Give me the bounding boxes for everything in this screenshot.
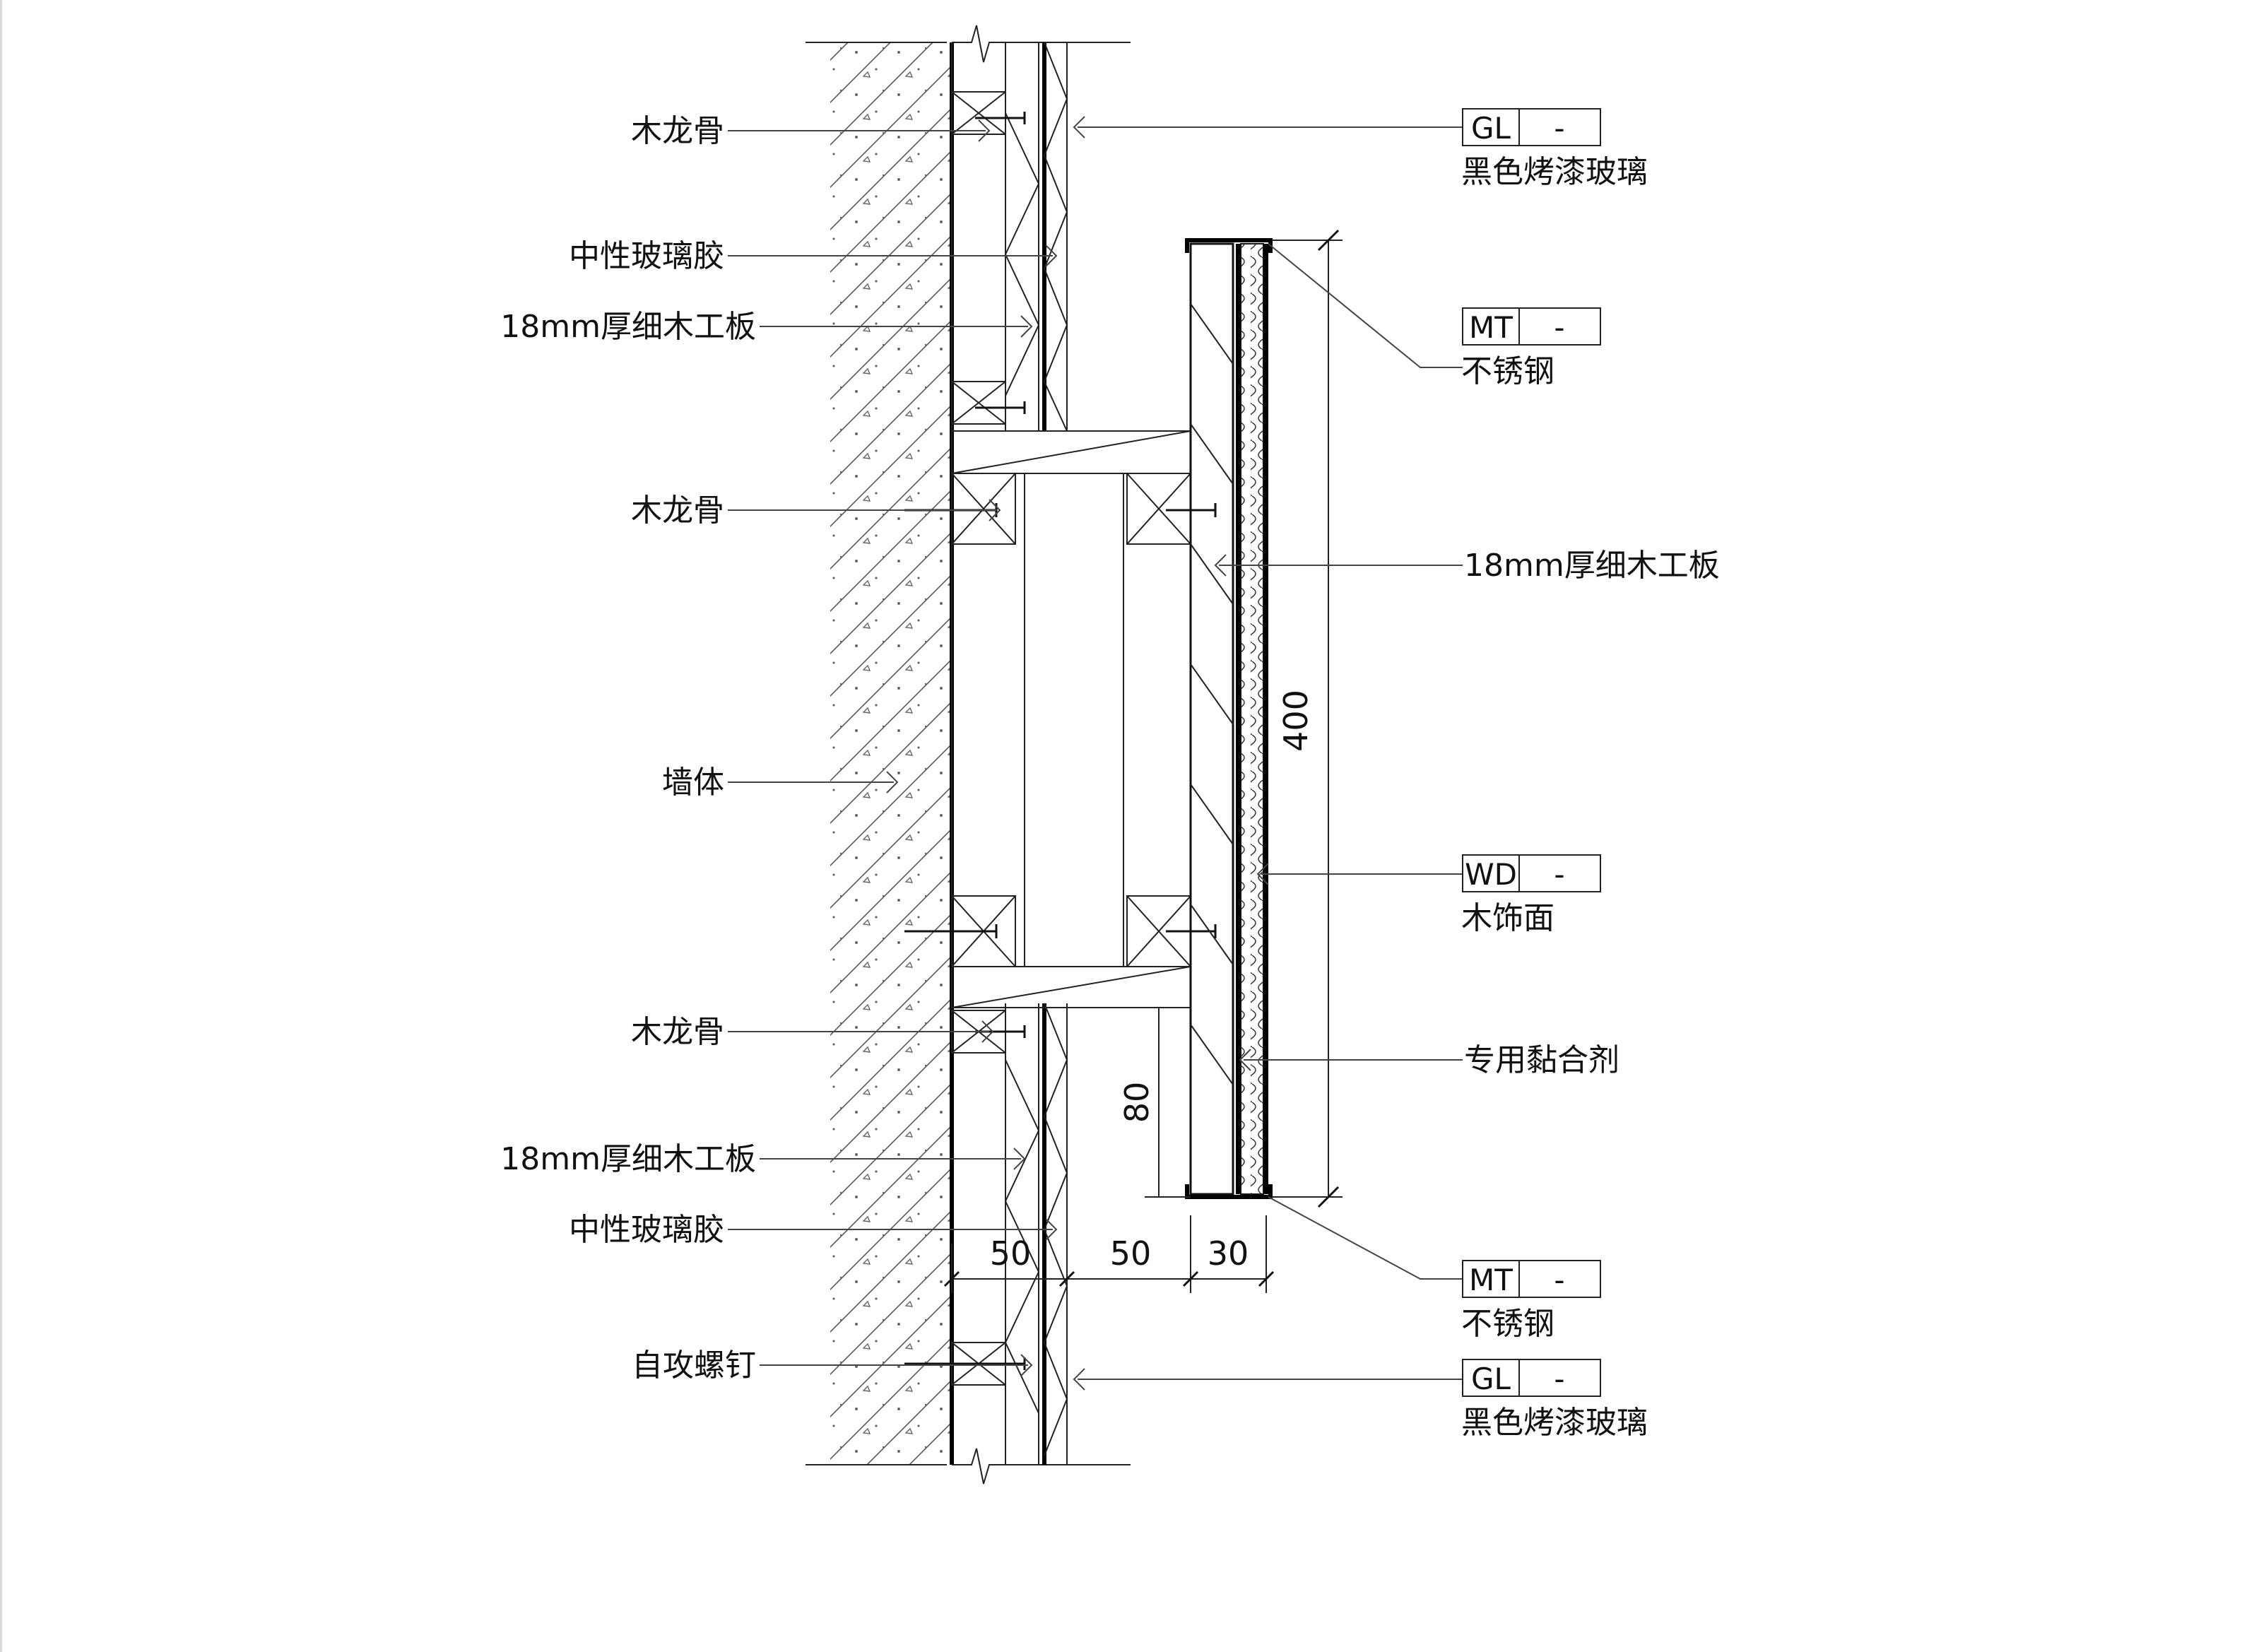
label-blockboard-top: 18mm厚细木工板 (500, 309, 756, 345)
tag-gl-top-suffix: - (1554, 111, 1564, 146)
left-callouts: 木龙骨 中性玻璃胶 18mm厚细木工板 木龙骨 墙体 木龙骨 18mm厚细木工板… (500, 113, 1058, 1383)
label-gl-bottom: 黑色烤漆玻璃 (1461, 1405, 1648, 1441)
label-gl-top: 黑色烤漆玻璃 (1461, 154, 1648, 190)
label-wood-keel-mid: 木龙骨 (631, 492, 724, 529)
tag-mt-top-suffix: - (1554, 310, 1564, 345)
upper-cladding (951, 42, 1068, 432)
label-wood-keel-top: 木龙骨 (631, 113, 724, 149)
dim-50-a: 50 (990, 1234, 1032, 1273)
dim-400: 400 (1277, 690, 1315, 752)
label-adhesive: 专用黏合剂 (1464, 1042, 1619, 1078)
tag-gl-bottom-suffix-box (1518, 1359, 1601, 1397)
label-wd: 木饰面 (1461, 900, 1554, 936)
tag-wd-code: WD (1465, 857, 1517, 892)
label-blockboard-bottom: 18mm厚细木工板 (500, 1141, 756, 1177)
tag-gl-top-suffix-box (1518, 108, 1601, 146)
label-screw: 自攻螺钉 (632, 1347, 756, 1383)
label-wall: 墙体 (662, 765, 724, 801)
dim-50-b: 50 (1110, 1234, 1152, 1273)
tag-mt-top-code: MT (1469, 310, 1513, 345)
dim-30: 30 (1208, 1234, 1249, 1273)
dim-80: 80 (1118, 1082, 1156, 1123)
label-mt-top: 不锈钢 (1461, 353, 1554, 389)
label-glass-glue-top: 中性玻璃胶 (569, 238, 724, 274)
tag-gl-bottom-code: GL (1471, 1362, 1511, 1396)
tag-wd-suffix-box (1518, 854, 1601, 892)
label-glass-glue-bottom: 中性玻璃胶 (569, 1212, 724, 1248)
tag-gl-top-code: GL (1471, 111, 1511, 146)
tag-mt-bottom-suffix: - (1554, 1263, 1564, 1297)
tag-mt-bottom-code: MT (1469, 1263, 1513, 1297)
label-mt-bottom: 不锈钢 (1461, 1306, 1554, 1342)
tag-wd-suffix: - (1554, 857, 1564, 892)
decor-panel (1185, 238, 1273, 1199)
dimension-lines: 400 80 50 50 30 (943, 229, 1343, 1293)
bracket-frame (904, 430, 1217, 1008)
wall-section (806, 25, 1131, 1485)
tag-mt-bottom-suffix-box (1518, 1260, 1601, 1298)
label-blockboard-right: 18mm厚细木工板 (1464, 548, 1720, 584)
label-wood-keel-bottom: 木龙骨 (631, 1014, 724, 1050)
tag-mt-top-suffix-box (1518, 307, 1601, 346)
tag-gl-bottom-suffix: - (1554, 1362, 1564, 1396)
right-callouts: GL - 黑色烤漆玻璃 MT - 不锈钢 18mm厚细木工板 WD - 木饰面 … (1073, 108, 1720, 1441)
